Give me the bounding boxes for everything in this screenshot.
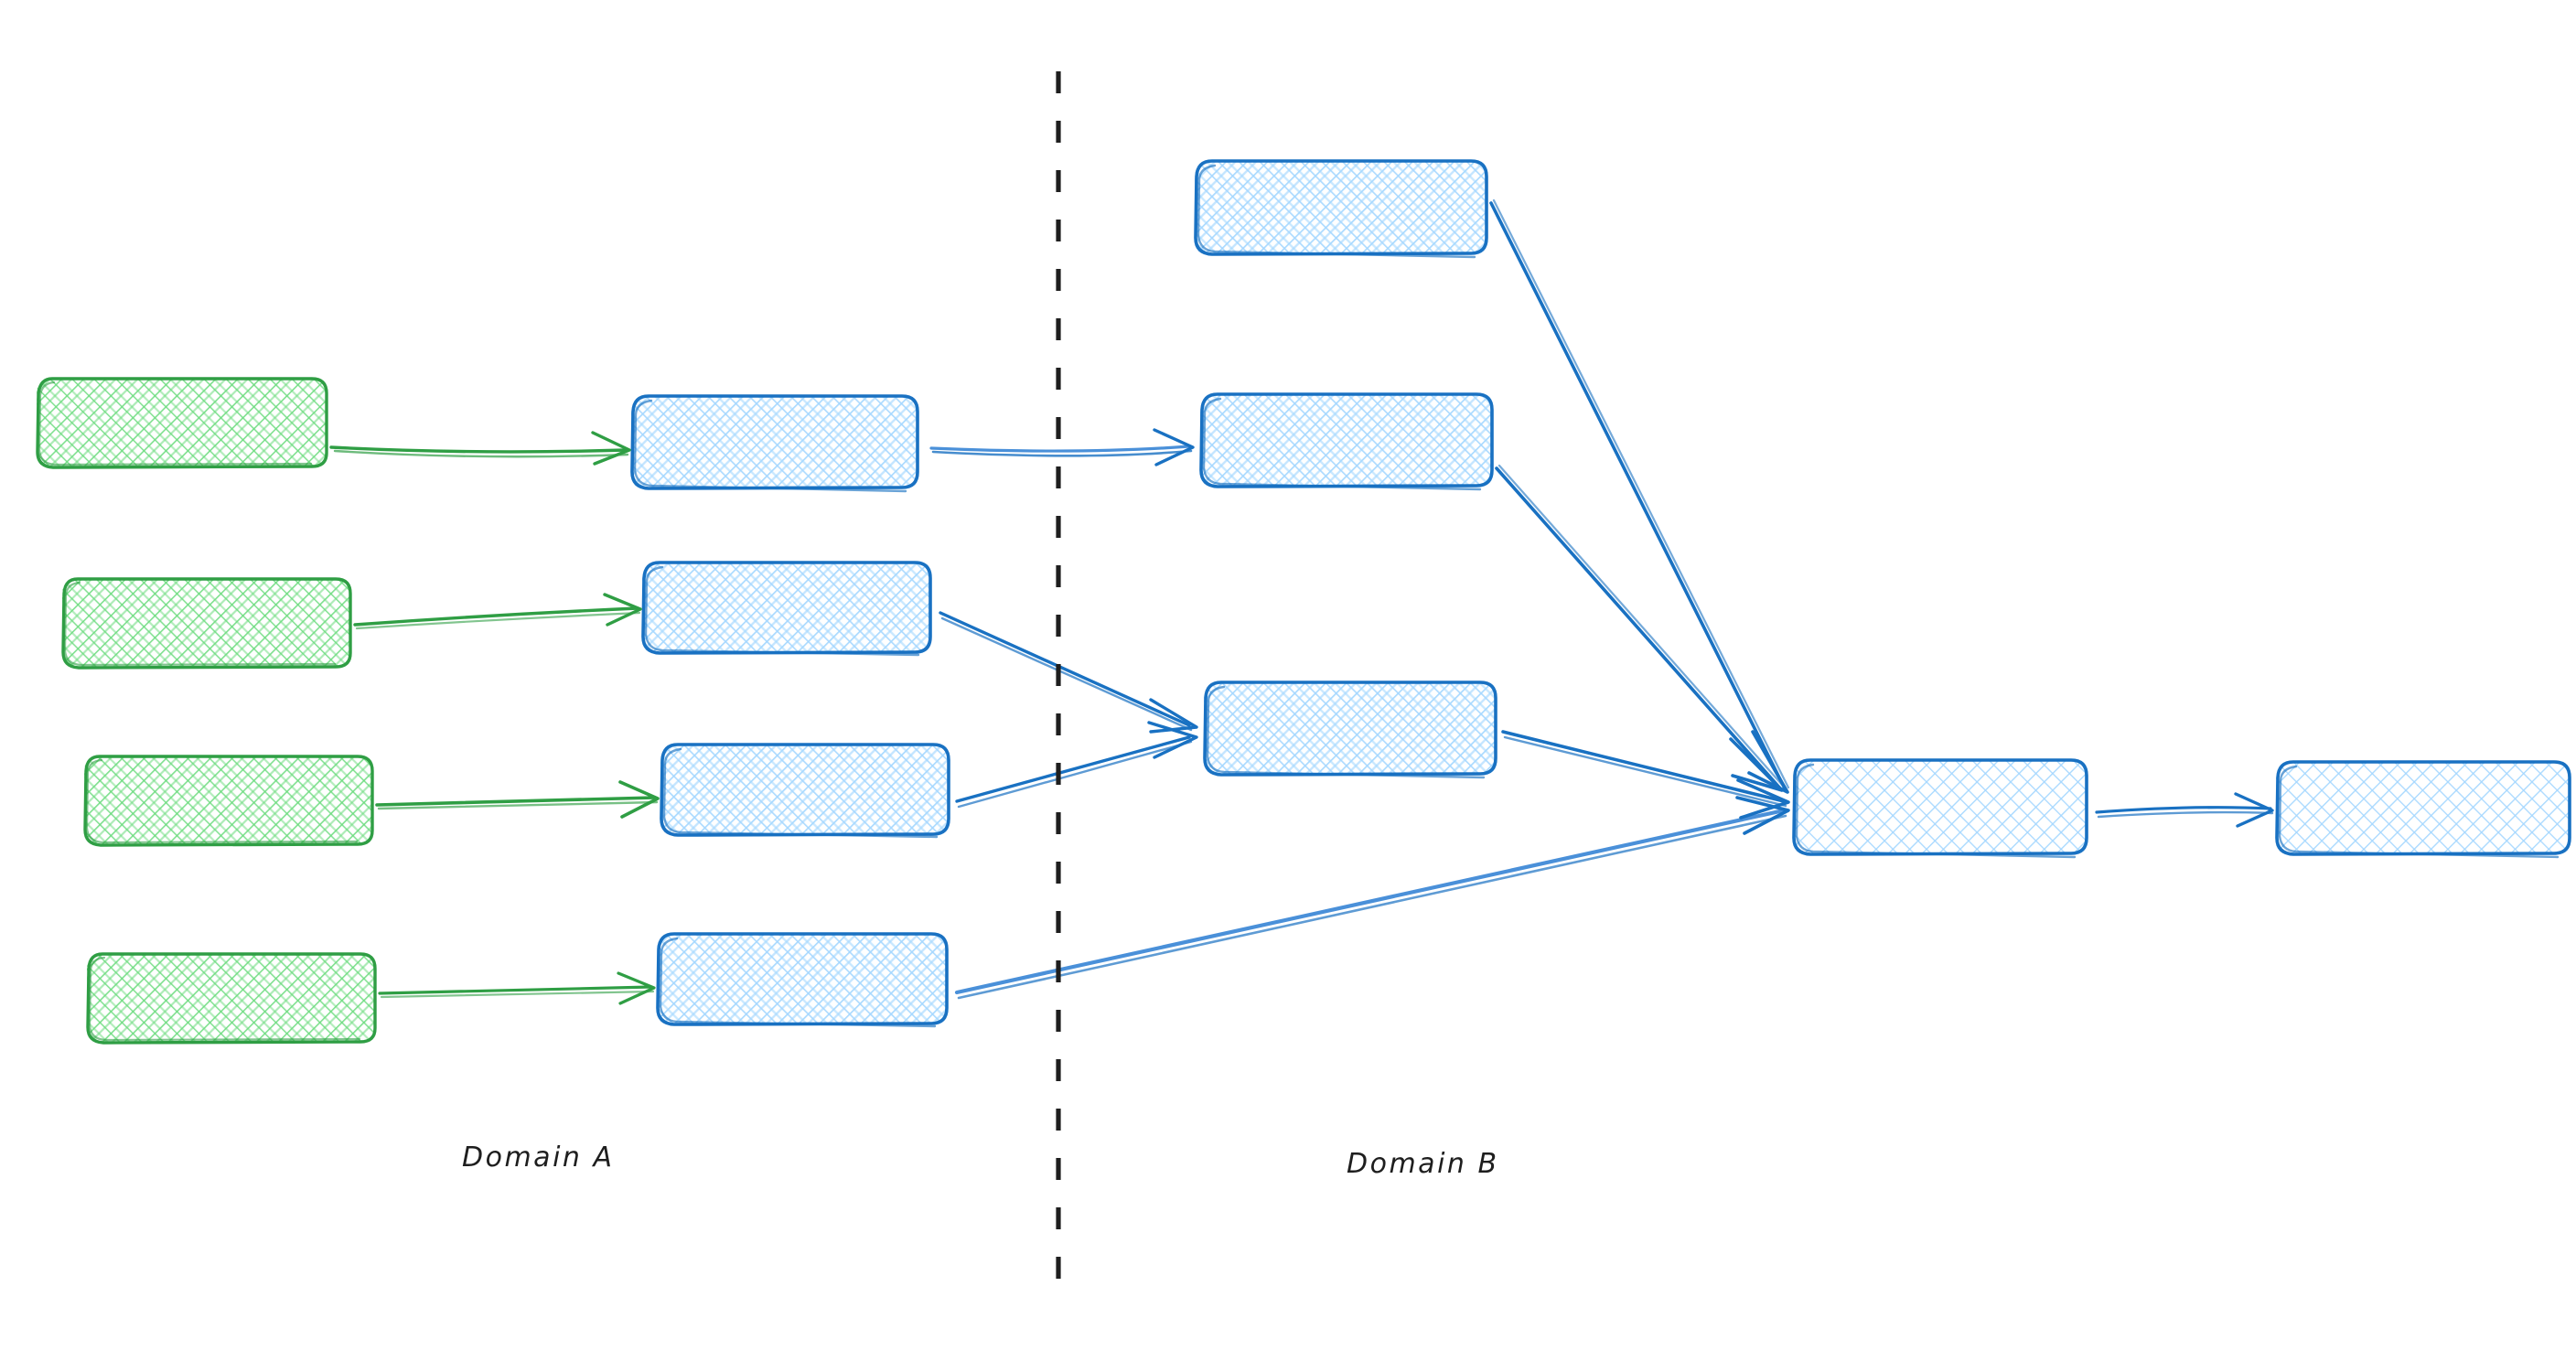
node-g4[interactable] bbox=[86, 952, 377, 1045]
edge-h1-f1 bbox=[2095, 792, 2274, 828]
domain-b-label: Domain B bbox=[1347, 1148, 1499, 1180]
edge-b1-c2 bbox=[929, 428, 1195, 466]
node-c3[interactable] bbox=[1203, 681, 1497, 779]
node-b3[interactable] bbox=[660, 743, 950, 839]
edge-b3-c3 bbox=[955, 721, 1198, 809]
edge-g1-b1 bbox=[329, 431, 631, 466]
node-b2[interactable] bbox=[641, 561, 932, 657]
edge-c1-h1 bbox=[1489, 198, 1790, 794]
edge-g2-b2 bbox=[353, 593, 642, 630]
edge-g4-b4 bbox=[378, 971, 656, 1005]
edge-c3-h1 bbox=[1501, 730, 1790, 820]
node-b1[interactable] bbox=[630, 394, 919, 493]
node-c2[interactable] bbox=[1199, 392, 1494, 491]
node-h1[interactable] bbox=[1792, 758, 2088, 859]
edge-b2-c3 bbox=[939, 611, 1198, 734]
edge-g3-b3 bbox=[375, 780, 660, 819]
node-f1[interactable] bbox=[2275, 760, 2571, 859]
node-c1[interactable] bbox=[1194, 159, 1488, 259]
edge-b4-h1 bbox=[954, 796, 1790, 1000]
node-g1[interactable] bbox=[36, 377, 328, 469]
edge-c2-h1 bbox=[1495, 464, 1785, 792]
domain-a-label: Domain A bbox=[462, 1142, 615, 1174]
node-g3[interactable] bbox=[83, 755, 374, 847]
node-g2[interactable] bbox=[61, 577, 352, 670]
node-b4[interactable] bbox=[656, 932, 949, 1028]
